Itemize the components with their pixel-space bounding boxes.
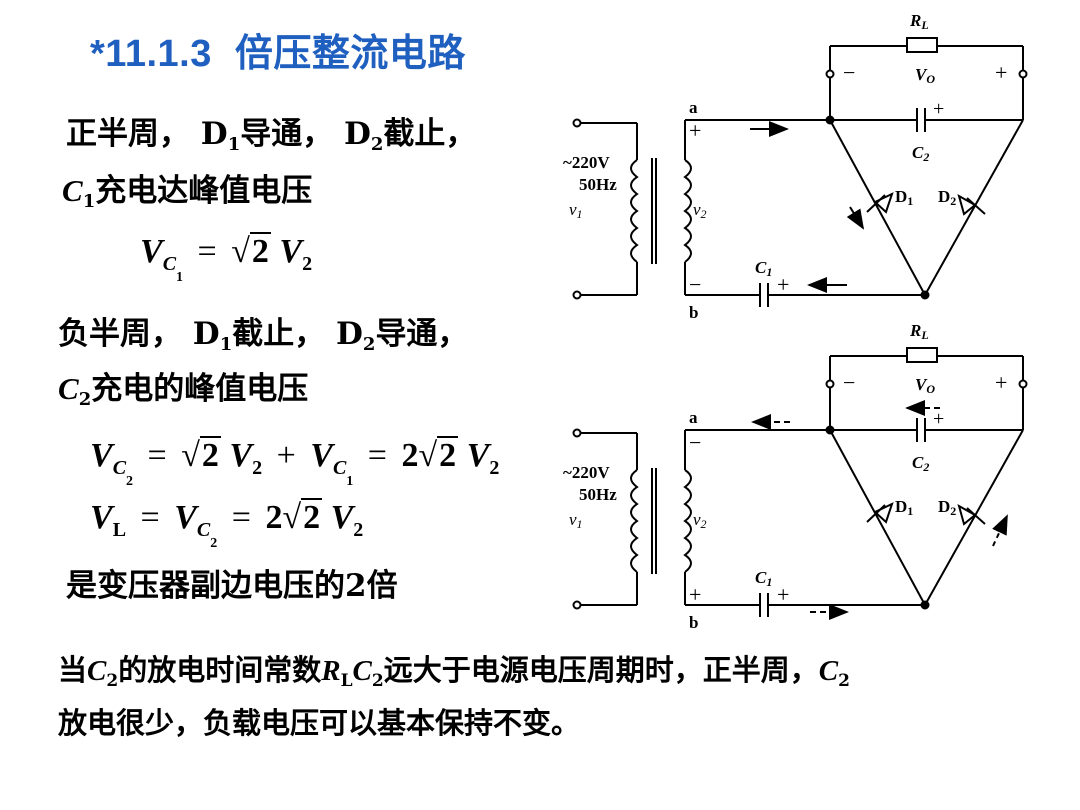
svg-text:+: + xyxy=(689,582,701,607)
svg-text:−: − xyxy=(689,430,701,455)
label-v2-top: v2 xyxy=(693,200,707,221)
positive-half-line-2: C1充电达峰值电压 xyxy=(62,173,313,212)
label-b-top: b xyxy=(689,303,698,322)
label-v1-bottom: v1 xyxy=(569,510,583,531)
label-a-top: a xyxy=(689,98,698,117)
equation-vl: VL = VC2 = 2√2 V2 xyxy=(90,498,364,551)
label-v2-bottom: v2 xyxy=(693,510,707,531)
negative-half-line-2: C2充电的峰值电压 xyxy=(58,371,309,410)
label-d2-bottom: D2 xyxy=(938,497,956,518)
svg-text:−: − xyxy=(843,370,855,395)
svg-text:+: + xyxy=(995,370,1007,395)
label-rl-top: RL xyxy=(909,11,929,32)
positive-half-line-1: 正半周， D1导通， D2截止， xyxy=(66,116,477,155)
page-title: *11.1.3 倍压整流电路 xyxy=(90,22,466,77)
equation-vc2: VC2 = √2 V2 + VC1 = 2√2 V2 xyxy=(90,436,500,489)
section-title: 倍压整流电路 xyxy=(234,33,466,75)
svg-text:+: + xyxy=(777,582,789,607)
svg-text:+: + xyxy=(933,408,944,430)
svg-text:+: + xyxy=(689,118,701,143)
svg-text:+: + xyxy=(777,272,789,297)
circuit-positive-half xyxy=(572,37,1028,307)
label-c2-top: C2 xyxy=(912,143,929,164)
label-source-f-top: 50Hz xyxy=(579,175,617,194)
label-d1-bottom: D1 xyxy=(895,497,913,518)
label-c2-bottom: C2 xyxy=(912,453,929,474)
negative-half-line-1: 负半周， D1截止， D2导通， xyxy=(58,316,469,355)
label-c1-bottom: C1 xyxy=(755,568,772,589)
voltage-doubler-circuits: RL − + VO + C2 a b + − ~220V 50Hz v1 v2 … xyxy=(563,11,1028,632)
label-vo-bottom: VO xyxy=(915,375,935,396)
section-number: *11.1.3 xyxy=(90,33,212,75)
label-source-v-bottom: ~220V xyxy=(563,463,610,482)
label-d2-top: D2 xyxy=(938,187,956,208)
circuit-negative-half xyxy=(572,347,1028,620)
label-a-bottom: a xyxy=(689,408,698,427)
label-minus-top: − xyxy=(843,60,855,85)
label-d1-top: D1 xyxy=(895,187,913,208)
label-source-f-bottom: 50Hz xyxy=(579,485,617,504)
label-v1-top: v1 xyxy=(569,200,583,221)
label-plus-top: + xyxy=(995,60,1007,85)
sqrt: √2 xyxy=(231,232,271,270)
svg-text:−: − xyxy=(689,272,701,297)
label-source-v-top: ~220V xyxy=(563,153,610,172)
label-vo-top: VO xyxy=(915,65,935,86)
label-c1-top: C1 xyxy=(755,258,772,279)
conclusion-text: 是变压器副边电压的2倍 xyxy=(66,568,398,604)
equation-vc1: VC1 = √2 V2 xyxy=(140,232,313,285)
label-rl-bottom: RL xyxy=(909,321,929,342)
svg-text:+: + xyxy=(933,98,944,120)
label-b-bottom: b xyxy=(689,613,698,632)
bottom-paragraph-line-2: 放电很少，负载电压可以基本保持不变。 xyxy=(58,706,581,740)
bottom-paragraph-line-1: 当C2的放电时间常数RLC2远大于电源电压周期时，正半周，C2 xyxy=(58,653,850,691)
